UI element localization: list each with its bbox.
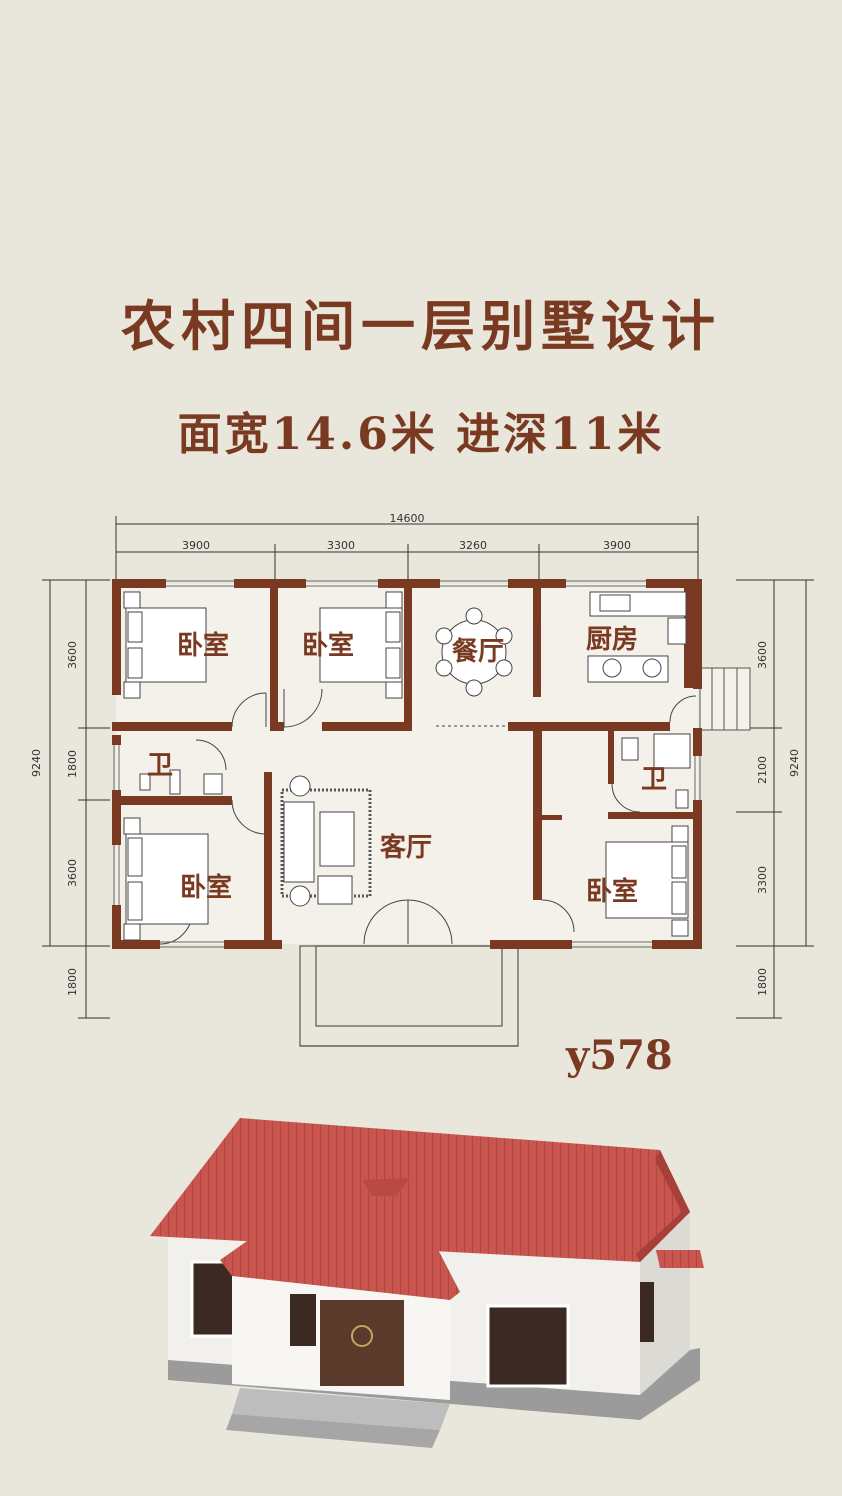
porch-roof-ridge <box>362 1178 410 1196</box>
room-bedroom-4: 卧室 <box>586 876 638 907</box>
side-steps <box>699 667 751 731</box>
house-roof-edge <box>636 1150 690 1262</box>
front-steps-lower <box>226 1414 440 1448</box>
floor-plan: 14600 3900 3300 3260 3900 9240 3600 1800… <box>30 512 814 1047</box>
windows <box>113 580 701 948</box>
dim-left-4: 1800 <box>66 968 79 996</box>
dim-right-1: 3600 <box>756 641 769 669</box>
house-rendering <box>150 1118 704 1448</box>
window-right <box>486 1304 570 1388</box>
dim-total-width: 14600 <box>390 512 425 525</box>
room-bath-left: 卫 <box>147 751 173 781</box>
left-dimension-lines <box>42 579 110 1019</box>
dim-right-3: 3300 <box>756 866 769 894</box>
dim-right-total: 9240 <box>788 749 801 777</box>
dim-top-2: 3300 <box>327 539 355 552</box>
porch-outline <box>299 945 519 1047</box>
dim-left-3: 3600 <box>66 859 79 887</box>
dim-top-4: 3900 <box>603 539 631 552</box>
door-swings <box>159 622 697 945</box>
room-dining: 餐厅 <box>452 637 504 667</box>
room-bedroom-3: 卧室 <box>180 872 232 903</box>
front-steps <box>232 1388 450 1430</box>
dim-left-2: 1800 <box>66 750 79 778</box>
plan-code: y578 <box>566 1032 673 1079</box>
dim-left-total: 9240 <box>30 749 43 777</box>
right-dimension-lines <box>736 579 814 1019</box>
side-awning <box>656 1250 704 1268</box>
room-bedroom-1: 卧室 <box>177 630 229 661</box>
page-subtitle: 面宽14.6米 进深11米 <box>177 409 665 460</box>
porch-roof <box>220 1176 460 1300</box>
dim-right-4: 1800 <box>756 968 769 996</box>
room-bedroom-2: 卧室 <box>302 630 354 661</box>
room-living: 客厅 <box>380 832 432 863</box>
dim-top-1: 3900 <box>182 539 210 552</box>
room-kitchen: 厨房 <box>586 625 638 655</box>
walls <box>112 579 702 949</box>
dim-top-3: 3260 <box>459 539 487 552</box>
dim-right-2: 2100 <box>756 756 769 784</box>
porch-window <box>290 1294 316 1346</box>
front-door <box>320 1300 404 1386</box>
dim-left-1: 3600 <box>66 641 79 669</box>
page-title: 农村四间一层别墅设计 <box>121 294 721 358</box>
window-side <box>640 1282 654 1342</box>
top-dimension-lines <box>115 516 699 580</box>
door-ornament <box>351 1325 373 1347</box>
furniture <box>123 591 691 941</box>
room-bath-right: 卫 <box>641 765 667 795</box>
